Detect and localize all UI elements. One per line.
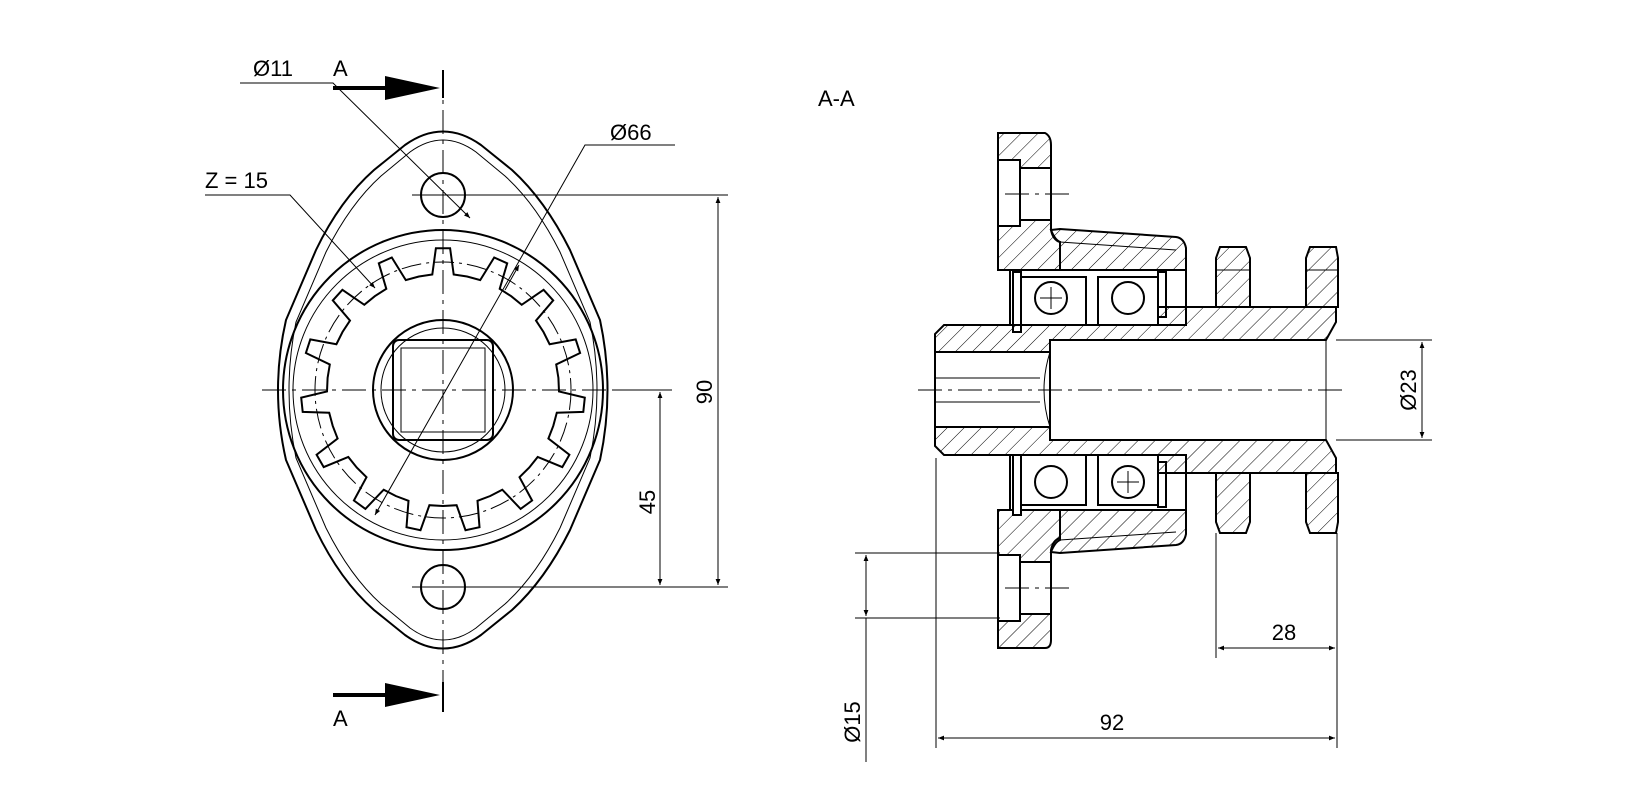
pitch-diameter-label: Ø66 xyxy=(610,120,652,145)
square-socket-inner xyxy=(400,347,486,433)
square-socket-section xyxy=(934,351,1051,428)
section-arrow-top xyxy=(333,76,440,100)
flange-hole-top xyxy=(997,159,1021,227)
sprocket-2-top xyxy=(1305,246,1339,308)
section-arrow-bottom xyxy=(333,683,440,707)
ball-top-right xyxy=(1111,281,1145,315)
boss-edge xyxy=(1059,241,1177,251)
sprocket-span-dim-label: 28 xyxy=(1272,620,1296,645)
height-dim-label: 90 xyxy=(692,380,717,404)
bore-dim-label: Ø23 xyxy=(1396,369,1421,411)
pitch-dim-arrow xyxy=(504,264,520,291)
section-title: A-A xyxy=(818,86,855,111)
socket-dim-label: Ø15 xyxy=(840,701,865,743)
flange-inner-outline xyxy=(288,139,598,641)
half-height-dim-label: 45 xyxy=(635,490,660,514)
teeth-count-label: Z = 15 xyxy=(205,168,268,193)
hole-diameter-label: Ø11 xyxy=(253,56,293,81)
sprocket-1-bottom xyxy=(1215,472,1251,534)
ball-bottom-left xyxy=(1034,465,1068,499)
housing-inner-circle xyxy=(292,239,594,541)
boss-edge xyxy=(1059,531,1177,541)
retaining-ring xyxy=(1012,454,1022,516)
hole-dim-leader xyxy=(240,82,471,219)
hub-circle xyxy=(372,319,514,461)
front-view: Ø11 Z = 15 Ø66 90 45 A A xyxy=(205,56,728,731)
total-length-dim-label: 92 xyxy=(1100,710,1124,735)
section-mark-bottom: A xyxy=(333,706,348,731)
teeth-leader xyxy=(205,194,376,289)
retaining-ring xyxy=(1012,271,1022,333)
sprocket-gear xyxy=(300,247,586,532)
square-socket xyxy=(392,339,494,441)
housing-boss-top xyxy=(1049,227,1187,271)
housing-boss-bottom xyxy=(1049,509,1187,555)
section-mark-top: A xyxy=(333,56,348,81)
sprocket-1-top xyxy=(1215,246,1251,308)
hub-inner-circle xyxy=(380,327,506,453)
flange-outline xyxy=(277,130,609,650)
pitch-dim-leader xyxy=(374,144,675,516)
sprocket-2-bottom xyxy=(1305,472,1339,534)
section-view: A-A xyxy=(818,86,1432,762)
pitch-circle xyxy=(314,261,572,519)
housing-circle xyxy=(282,229,604,551)
